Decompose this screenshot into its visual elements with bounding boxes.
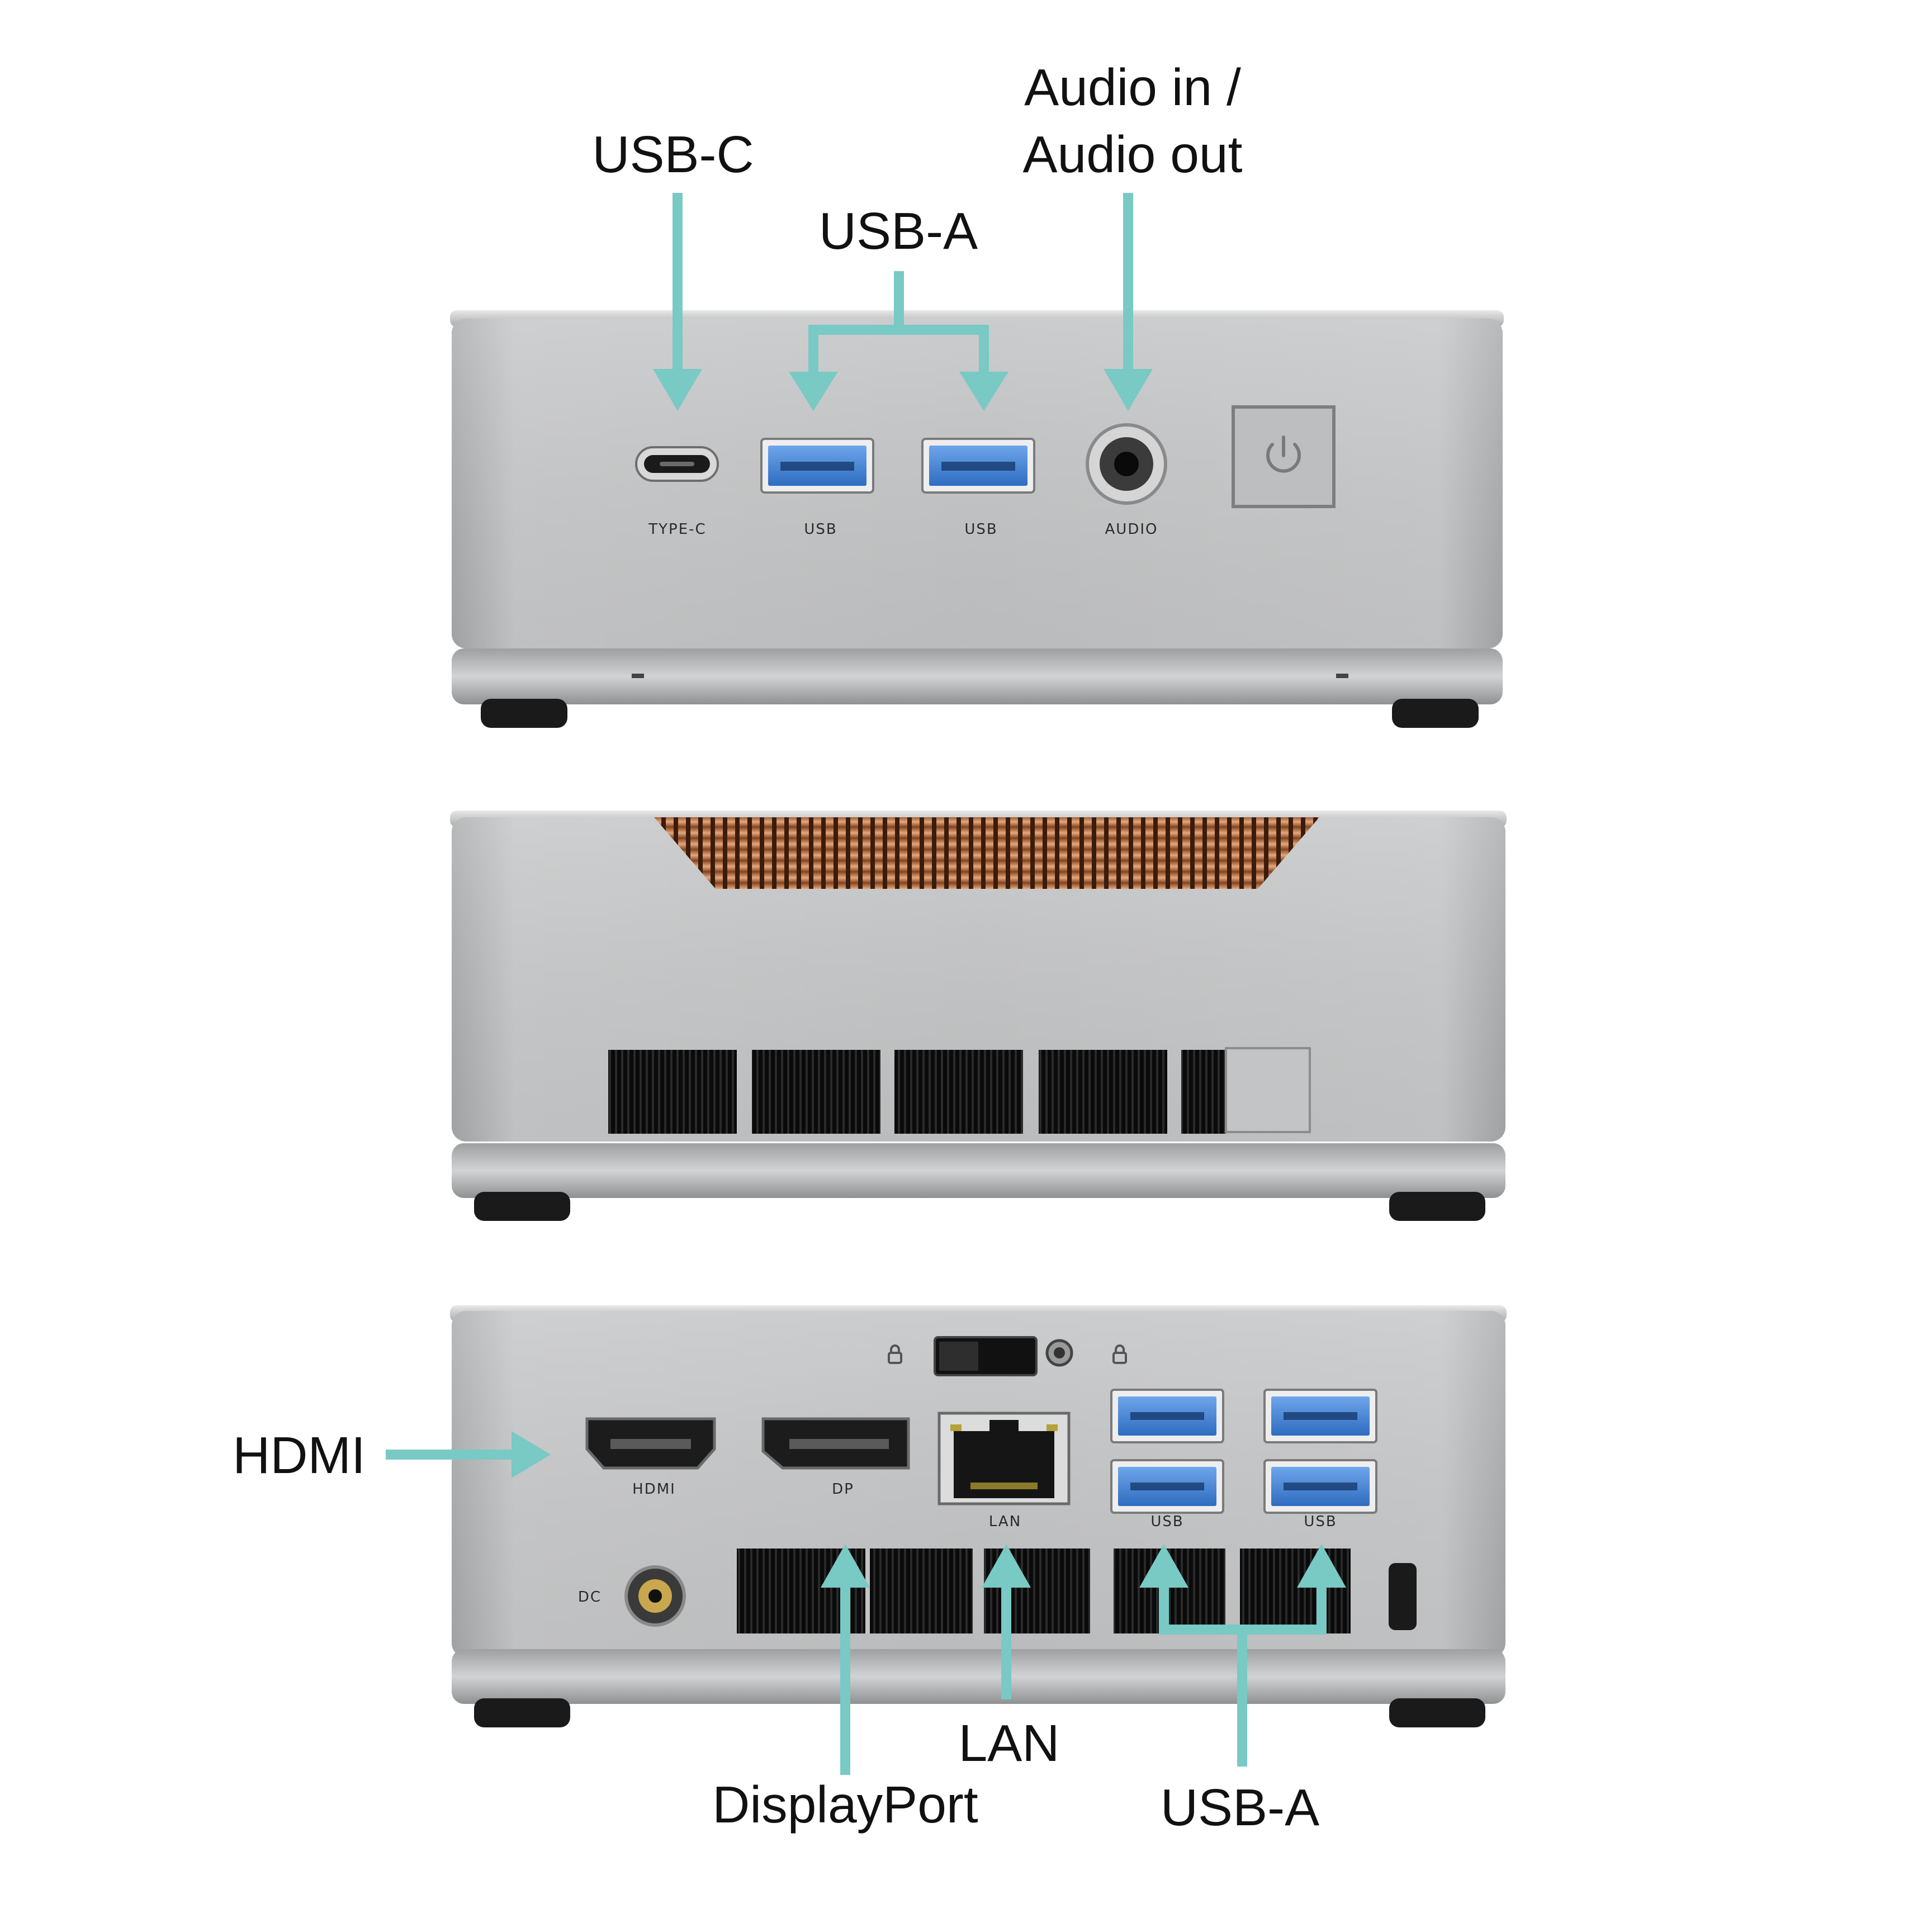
arrow-icon xyxy=(1139,1544,1346,1767)
side-vent-grille xyxy=(608,1047,1311,1134)
usb-c-port xyxy=(635,446,719,482)
hdmi-port xyxy=(585,1417,716,1470)
side-panel-unit xyxy=(450,811,1507,1221)
usb-a-port-rear-2 xyxy=(1263,1389,1377,1443)
callout-lan: LAN xyxy=(959,1714,1060,1772)
hdmi-label: HDMI xyxy=(632,1481,676,1498)
arrow-icon xyxy=(789,271,1008,411)
copper-heatsink-fins xyxy=(654,817,1319,889)
displayport-port xyxy=(761,1417,910,1470)
power-button xyxy=(1232,405,1336,508)
lan-port xyxy=(937,1412,1071,1505)
usb-rear-2-label: USB xyxy=(1304,1513,1337,1530)
callout-usb-a-front: USB-A xyxy=(819,202,978,260)
callout-displayport: DisplayPort xyxy=(712,1775,978,1834)
callout-audio-line-2: Audio out xyxy=(1023,125,1243,183)
usb-a-port-front-2 xyxy=(921,438,1035,494)
callout-usb-c: USB-C xyxy=(592,125,754,183)
lock-icon xyxy=(1112,1344,1127,1364)
usb-a-port-rear-1 xyxy=(1110,1389,1224,1443)
type-c-label: TYPE-C xyxy=(648,521,706,538)
rubber-foot xyxy=(481,699,567,728)
audio-label: AUDIO xyxy=(1105,521,1158,538)
usb-a-port-rear-3 xyxy=(1110,1459,1224,1514)
lock-icon xyxy=(888,1344,902,1364)
rubber-foot xyxy=(1389,1698,1485,1727)
callout-hdmi: HDMI xyxy=(233,1426,366,1484)
rear-panel-unit: HDMI DP LAN xyxy=(450,1305,1507,1727)
power-icon xyxy=(1266,435,1301,473)
dp-label: DP xyxy=(832,1481,854,1498)
usb-front-1-label: USB xyxy=(804,521,837,538)
dc-label: DC xyxy=(578,1589,602,1606)
usb-rear-1-label: USB xyxy=(1150,1513,1183,1530)
rubber-foot xyxy=(1392,699,1479,728)
arrow-icon xyxy=(653,193,702,411)
rear-vent-grille xyxy=(737,1549,1351,1633)
arrow-icon xyxy=(1104,193,1153,411)
dc-power-jack xyxy=(624,1565,686,1627)
callout-usb-a-rear: USB-A xyxy=(1161,1778,1319,1836)
arrow-icon xyxy=(386,1431,551,1478)
front-panel-unit: TYPE-C USB USB AUDIO xyxy=(450,310,1504,728)
rubber-foot xyxy=(474,1192,570,1221)
usb-a-port-rear-4 xyxy=(1263,1459,1377,1514)
callout-audio-line-1: Audio in / xyxy=(1024,58,1241,116)
rubber-foot xyxy=(1389,1192,1485,1221)
audio-jack xyxy=(1086,423,1167,505)
usb-a-port-front-1 xyxy=(760,438,874,494)
lan-label: LAN xyxy=(989,1513,1021,1530)
usb-front-2-label: USB xyxy=(964,521,997,538)
arrow-icon xyxy=(982,1544,1031,1699)
arrow-icon xyxy=(821,1544,870,1775)
rubber-foot xyxy=(474,1698,570,1727)
callout-arrows xyxy=(386,193,1346,1775)
kensington-lock-slot xyxy=(1389,1563,1417,1630)
